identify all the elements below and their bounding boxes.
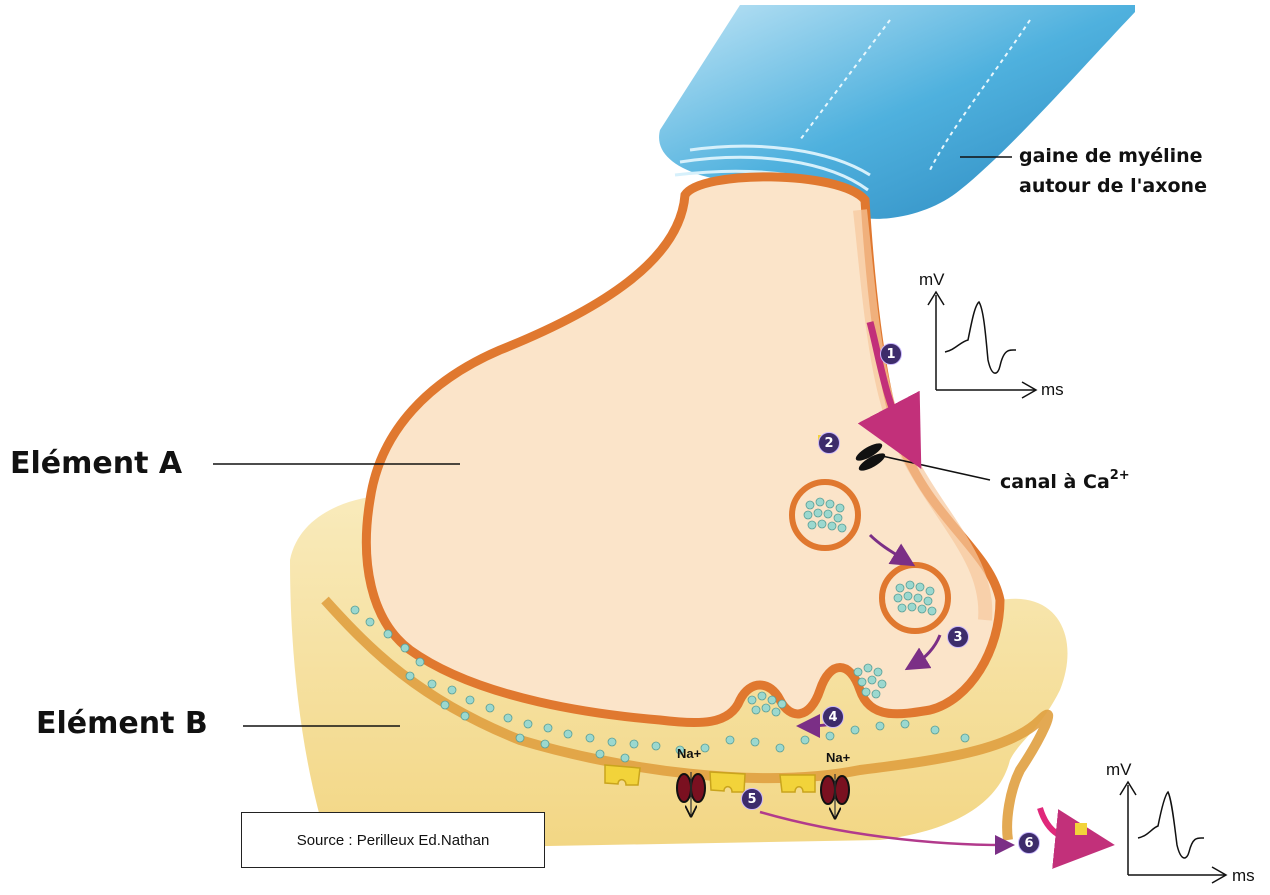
step-badge-3: 3 bbox=[947, 626, 969, 648]
calcium-charge: 2+ bbox=[1110, 468, 1130, 483]
calcium-channel-text: canal à Ca bbox=[1000, 471, 1110, 493]
element-a-label: Elément A bbox=[10, 446, 182, 481]
calcium-channel-label: canal à Ca2+ bbox=[1000, 468, 1130, 493]
source-caption: Source : Perilleux Ed.Nathan bbox=[241, 812, 545, 868]
graph-1-y-label: mV bbox=[919, 270, 945, 290]
element-b-label: Elément B bbox=[36, 706, 208, 741]
vesicle-2 bbox=[882, 565, 948, 631]
step-badge-1: 1 bbox=[880, 343, 902, 365]
membrane-potential-graph-1 bbox=[928, 292, 1036, 398]
step-badge-6: 6 bbox=[1018, 832, 1040, 854]
graph-2-x-label: ms bbox=[1232, 866, 1255, 886]
step-badge-5: 5 bbox=[741, 788, 763, 810]
na-ion-label-2: Na+ bbox=[826, 750, 850, 765]
membrane-potential-graph-2 bbox=[1120, 782, 1226, 883]
graph-1-x-label: ms bbox=[1041, 380, 1064, 400]
graph-2-y-label: mV bbox=[1106, 760, 1132, 780]
myelin-label-line2: autour de l'axone bbox=[1019, 175, 1207, 197]
na-ion-label-1: Na+ bbox=[677, 746, 701, 761]
myelin-label-line1: gaine de myéline bbox=[1019, 145, 1203, 167]
step-badge-4: 4 bbox=[822, 706, 844, 728]
vesicle-1 bbox=[792, 482, 858, 548]
step-badge-2: 2 bbox=[818, 432, 840, 454]
